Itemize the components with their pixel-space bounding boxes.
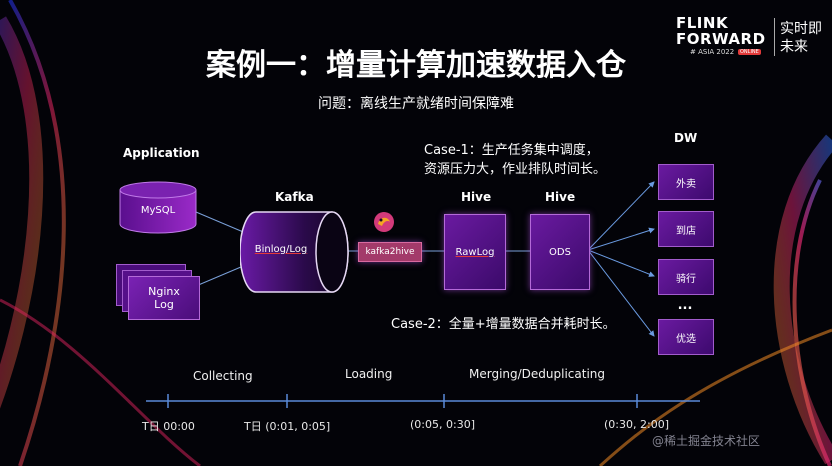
- label-kafka: Kafka: [275, 190, 314, 204]
- kafka-cylinder: [240, 211, 349, 293]
- dw-more-dots: ...: [677, 298, 693, 313]
- phase-loading: Loading: [345, 367, 393, 381]
- dw-item-qixing: 骑行: [658, 259, 714, 295]
- logo-cn1: 实时即: [780, 21, 822, 37]
- rawlog-label: RawLog: [455, 246, 495, 258]
- page-subtitle: 问题：离线生产就绪时间保障难: [318, 96, 514, 112]
- tick-label-2: (0:05, 0:30]: [410, 418, 475, 431]
- tick-label-3: (0:30, 2:00]: [604, 418, 669, 431]
- label-application: Application: [123, 146, 200, 160]
- squirrel-icon: [374, 212, 394, 232]
- arrow-ods-daodian: [587, 227, 655, 251]
- logo-badge: ONLINE: [738, 49, 761, 55]
- nginx-label-line2: Log: [154, 298, 174, 311]
- logo-divider: [774, 18, 775, 56]
- dw-item-daodian: 到店: [658, 211, 714, 247]
- mysql-label: MySQL: [140, 205, 176, 216]
- nginx-label-line1: Nginx: [148, 285, 180, 298]
- arrow-ods-qixing: [587, 249, 655, 277]
- flink-forward-logo: FLINK FORWARD # ASIA 2022 ONLINE 实时即 未来: [676, 14, 826, 64]
- logo-line1: FLINK: [676, 14, 729, 32]
- dw-item-waimai: 外卖: [658, 164, 714, 200]
- arrow-ods-waimai: [587, 181, 655, 251]
- mysql-cylinder: [119, 181, 197, 234]
- dw-item-youxuan: 优选: [658, 319, 714, 355]
- arrow-ods-youxuan: [587, 249, 655, 337]
- binlog-label: Binlog/Log: [254, 244, 308, 255]
- label-hive-rawlog: Hive: [461, 190, 492, 204]
- phase-collecting: Collecting: [193, 369, 253, 383]
- phase-merging: Merging/Deduplicating: [469, 367, 606, 381]
- label-hive-ods: Hive: [545, 190, 576, 204]
- nginx-log-node: Nginx Log: [128, 276, 200, 320]
- tick-label-1: T日 (0:01, 0:05]: [244, 420, 331, 433]
- logo-line3: # ASIA 2022: [690, 48, 735, 56]
- case1-text: Case-1：生产任务集中调度， 资源压力大，作业排队时间长。: [424, 141, 606, 179]
- logo-cn2: 未来: [780, 39, 808, 55]
- rawlog-node: RawLog: [444, 214, 506, 290]
- label-dw: DW: [674, 131, 698, 145]
- line-mysql-kafka: [195, 211, 249, 235]
- case2-text: Case-2：全量+增量数据合并耗时长。: [391, 317, 616, 332]
- line-nginx-kafka: [195, 263, 249, 287]
- watermark: @稀土掘金技术社区: [652, 434, 761, 448]
- page-title: 案例一：增量计算加速数据入仓: [206, 48, 626, 83]
- logo-line2: FORWARD: [676, 30, 766, 48]
- case1-line2: 资源压力大，作业排队时间长。: [424, 162, 607, 177]
- ods-node: ODS: [530, 214, 590, 290]
- case1-line1: Case-1：生产任务集中调度，: [424, 143, 599, 158]
- tick-label-0: T日 00:00: [142, 420, 195, 433]
- kafka2hive-node: kafka2hive: [358, 242, 422, 262]
